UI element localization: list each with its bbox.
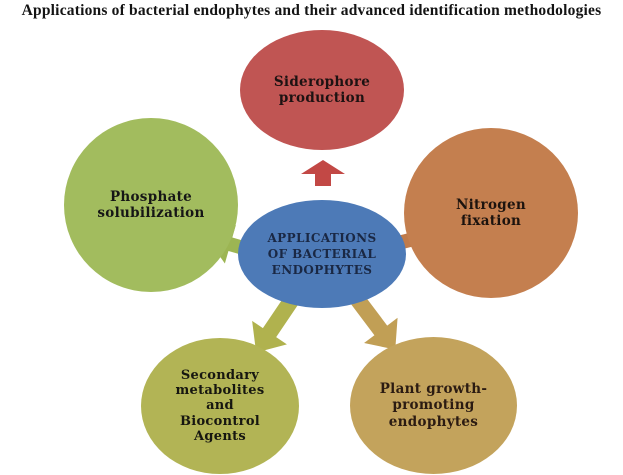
node-secondary-metabolites-label: Secondary metabolites and Biocontrol Age…	[175, 367, 265, 444]
node-phosphate-solubilization: Phosphate solubilization	[64, 118, 238, 292]
node-center-label: APPLICATIONS OF BACTERIAL ENDOPHYTES	[267, 230, 377, 278]
arrow-center-to-secondary-metabolites-icon	[252, 294, 299, 353]
node-phosphate-label: Phosphate solubilization	[97, 188, 205, 221]
node-nitrogen-fixation: Nitrogen fixation	[404, 128, 578, 298]
arrow-center-to-siderophore-icon	[301, 160, 345, 186]
node-siderophore-label: Siderophore production	[273, 73, 371, 106]
node-center-applications: APPLICATIONS OF BACTERIAL ENDOPHYTES	[238, 200, 406, 308]
node-plant-growth-promoting: Plant growth- promoting endophytes	[350, 337, 517, 474]
diagram-title: Applications of bacterial endophytes and…	[21, 2, 602, 19]
node-nitrogen-label: Nitrogen fixation	[455, 196, 527, 229]
node-plant-growth-label: Plant growth- promoting endophytes	[379, 380, 488, 430]
node-secondary-metabolites: Secondary metabolites and Biocontrol Age…	[141, 338, 299, 474]
arrow-center-to-plant-growth-icon	[350, 293, 398, 350]
node-siderophore-production: Siderophore production	[240, 30, 404, 150]
